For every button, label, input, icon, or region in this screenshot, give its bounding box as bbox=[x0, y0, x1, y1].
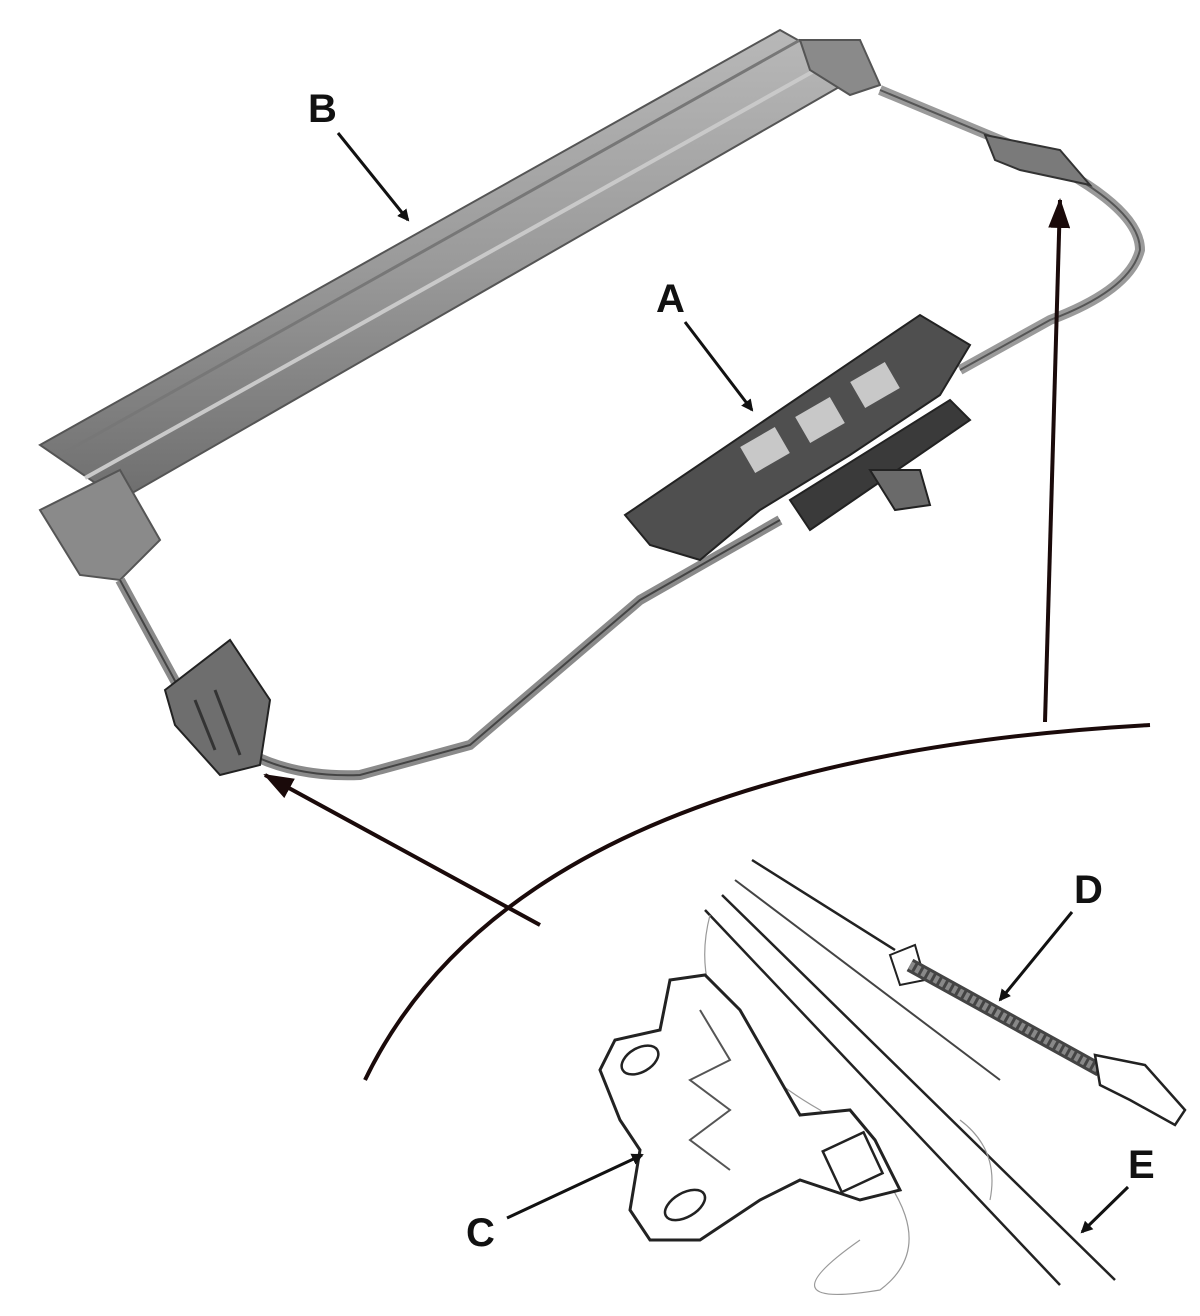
label-e: E bbox=[1128, 1143, 1155, 1187]
leader-arrow-e bbox=[1080, 1185, 1130, 1234]
cable bbox=[888, 943, 1187, 1127]
label-a: A bbox=[656, 277, 685, 321]
leader-arrow-d bbox=[998, 911, 1074, 1002]
detail-view-boundary bbox=[363, 723, 1151, 1081]
front-left-bracket bbox=[163, 638, 272, 777]
detail-rails bbox=[704, 858, 1116, 1296]
sunshade-roller bbox=[38, 28, 882, 582]
leader-arrow-c bbox=[506, 1153, 644, 1220]
label-d: D bbox=[1074, 868, 1103, 912]
label-c: C bbox=[466, 1211, 495, 1255]
rear-right-bracket bbox=[983, 133, 1093, 187]
label-b: B bbox=[308, 87, 337, 131]
clip bbox=[598, 973, 903, 1242]
drive-unit bbox=[623, 313, 972, 562]
detail-pointer-right bbox=[1043, 198, 1071, 723]
leader-arrow-b bbox=[336, 132, 410, 222]
detail-pointer-left bbox=[263, 773, 541, 927]
leader-arrow-a bbox=[683, 321, 754, 412]
